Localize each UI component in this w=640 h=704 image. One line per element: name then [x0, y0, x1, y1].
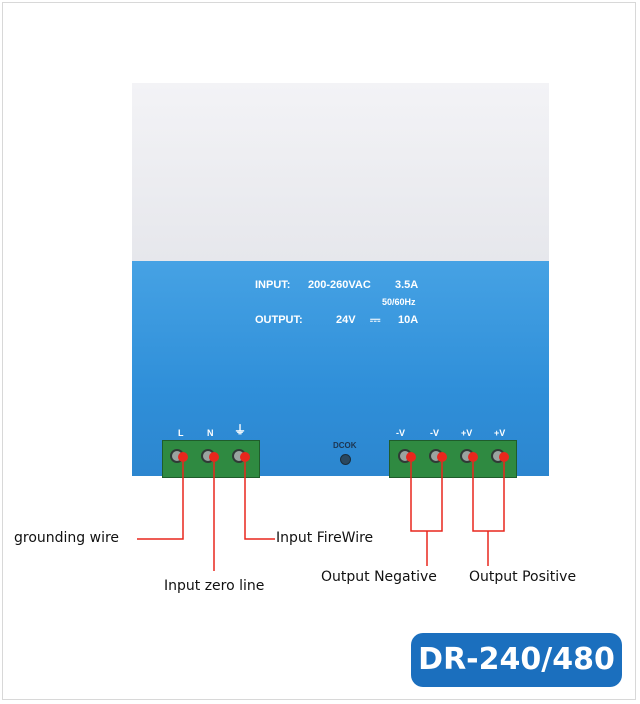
input-frequency: 50/60Hz [382, 297, 416, 307]
dcok-led [340, 454, 351, 465]
output-voltage: 24V [336, 314, 356, 326]
callout-output-positive: Output Positive [469, 569, 577, 585]
callout-output-negative: Output Negative [321, 569, 437, 585]
wire-dot-ground [240, 452, 250, 462]
dcok-label: DCOK [333, 441, 357, 450]
wire-negative-bracket [410, 462, 443, 532]
output-label: OUTPUT: [255, 314, 303, 326]
output-current: 10A [398, 314, 419, 326]
wire-firewire [244, 462, 275, 540]
terminal-label-l: L [178, 428, 184, 438]
wire-grounding [137, 462, 184, 540]
wire-dot-l [178, 452, 188, 462]
model-badge: DR-240/480 [411, 633, 622, 687]
wire-positive-bracket [472, 462, 505, 532]
dc-symbol: ⎓ [370, 312, 381, 327]
power-supply-top-housing [132, 83, 549, 261]
terminal-label-neg-2: -V [430, 428, 439, 438]
terminal-label-n: N [207, 428, 214, 438]
input-current: 3.5A [395, 279, 419, 291]
input-label: INPUT: [255, 279, 291, 291]
wire-dot-pos-1 [468, 452, 478, 462]
callout-grounding-wire: grounding wire [14, 530, 120, 546]
terminal-label-pos-2: +V [494, 428, 506, 438]
input-voltage: 200-260VAC [308, 279, 371, 291]
terminal-label-pos-1: +V [461, 428, 473, 438]
wire-dot-n [209, 452, 219, 462]
callout-input-firewire: Input FireWire [276, 530, 374, 546]
wire-dot-neg-1 [406, 452, 416, 462]
callout-input-zero-line: Input zero line [164, 578, 265, 594]
terminal-label-neg-1: -V [396, 428, 405, 438]
ground-symbol-icon: ⏚ [234, 423, 247, 437]
wire-dot-pos-2 [499, 452, 509, 462]
wire-dot-neg-2 [437, 452, 447, 462]
